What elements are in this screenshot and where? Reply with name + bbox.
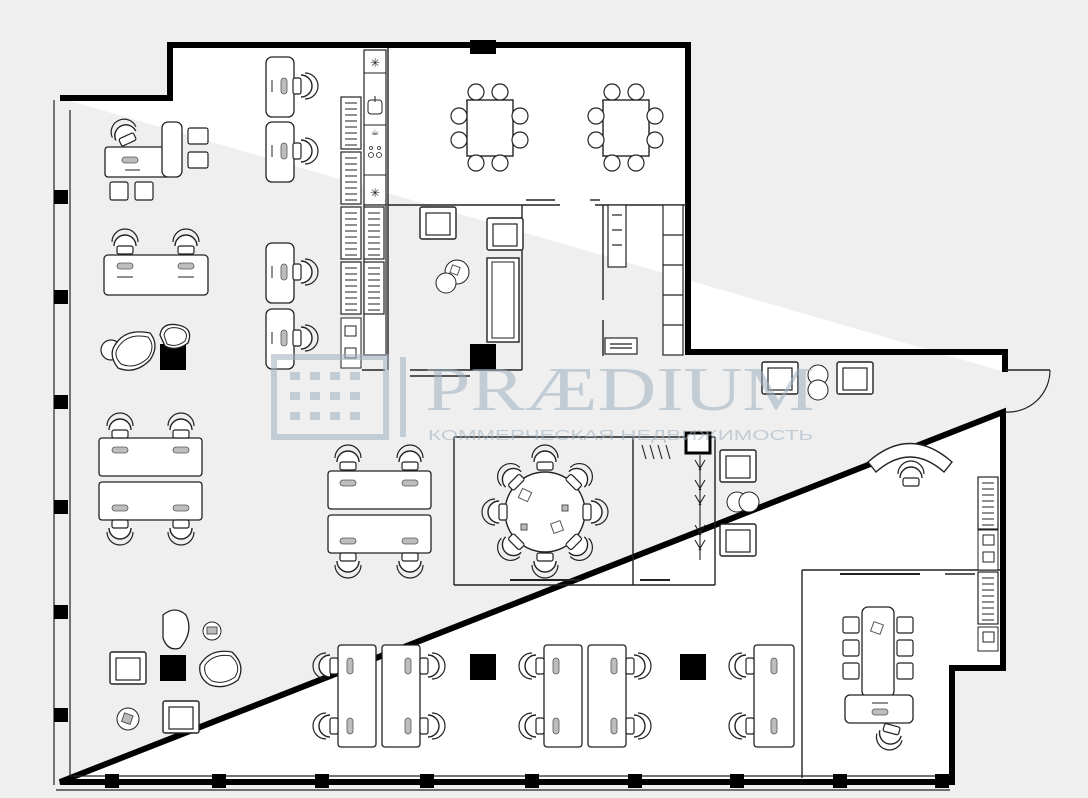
- workstation-cluster-4: [312, 644, 446, 748]
- lounge-area: [419, 206, 524, 343]
- watermark-brand: PRÆDIUM: [425, 356, 815, 424]
- exterior-wall: [58, 42, 1008, 785]
- manager-desk: [104, 114, 209, 201]
- sink-icon: [367, 96, 383, 115]
- stove-icon: [368, 146, 382, 158]
- round-meeting-table: [481, 444, 609, 579]
- reception: [761, 361, 953, 487]
- watermark: PRÆDIUM КОММЕРЧЕСКАЯ НЕДВИЖИМОСТЬ: [271, 354, 815, 444]
- workstation-cluster-1: [103, 228, 209, 296]
- boardroom-table: [842, 606, 914, 754]
- reception-shelves: [977, 476, 999, 652]
- entrance-door[interactable]: [1004, 369, 1051, 413]
- fridge-icon: ✳: [370, 56, 380, 70]
- lounge-chairs-middle: [719, 449, 760, 557]
- soft-seating-bottom-left: [109, 609, 242, 734]
- watermark-logo-box: [271, 354, 389, 440]
- watermark-tagline: КОММЕРЧЕСКАЯ НЕДВИЖИМОСТЬ: [428, 427, 813, 444]
- column-square-outline: [684, 431, 712, 455]
- workstation-cluster-3: [327, 444, 432, 579]
- coffee-machine-icon: ☕: [371, 127, 379, 137]
- columns: [54, 40, 949, 788]
- soft-seating-left: [100, 323, 191, 371]
- workstation-cluster-2: [98, 412, 203, 546]
- workstation-cluster-6: [728, 644, 795, 748]
- interior-partitions: [362, 48, 1000, 778]
- meeting-table-1: [450, 83, 529, 172]
- coat-rack: [641, 444, 706, 560]
- meeting-table-2: [587, 83, 664, 172]
- workstation-cluster-5: [518, 644, 652, 748]
- archive-shelves: [604, 204, 684, 356]
- svg-text:✳: ✳: [370, 186, 380, 200]
